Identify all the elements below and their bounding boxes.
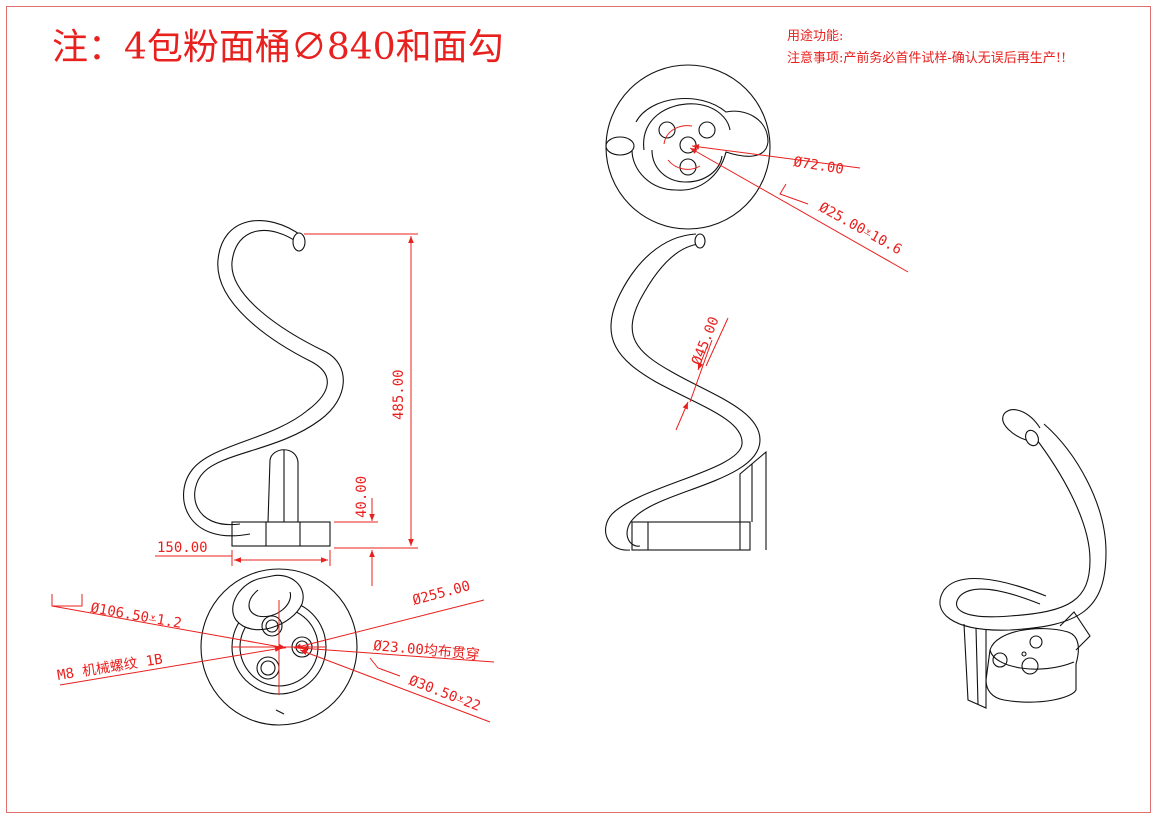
dim-counterbore-large: Ø106.50⩡1.2 (89, 600, 183, 632)
dim-base-height: 40.00 (354, 476, 370, 518)
base-front (231, 521, 331, 547)
dim-thread: M8 机械螺纹 1B (56, 651, 164, 683)
base-iso (985, 628, 1079, 703)
outer-circle (200, 568, 358, 726)
dim-base-width: 150.00 (157, 540, 208, 556)
dim-height: 485.00 (391, 369, 407, 420)
caution-note: 注意事项:产前务必首件试样-确认无误后再生产!! (787, 51, 1067, 66)
dim-outer-dia: Ø255.00 (411, 578, 472, 609)
top-dimensions: Ø72.00 Ø25.00⩡10.6 (689, 144, 909, 273)
base-side (631, 521, 751, 551)
bottom-hole-left (261, 615, 283, 637)
dim-counterbore-small: Ø30.50⩡22 (407, 673, 483, 715)
front-view (183, 220, 344, 547)
usage-note: 用途功能: (787, 29, 844, 44)
top-view (605, 64, 771, 230)
hook-tube-iso (956, 435, 1091, 618)
drawing-frame (6, 6, 1151, 813)
hook-tube-front (194, 230, 344, 526)
side-view (605, 233, 767, 551)
tube-end-front (292, 232, 306, 252)
front-dimensions: 485.00 40.00 150.00 (155, 233, 418, 586)
dim-counterbore-top: Ø25.00⩡10.6 (816, 200, 904, 259)
top-hole-1 (658, 121, 676, 139)
dim-top-dia: Ø72.00 (792, 154, 844, 178)
hook-tube-side (626, 243, 761, 547)
side-dimensions: Ø45.00 (675, 315, 729, 431)
top-hole-2 (698, 121, 716, 139)
top-hole-4 (679, 158, 697, 176)
iso-view (939, 409, 1107, 709)
dim-thru-holes: Ø23.00均布贯穿 (373, 638, 481, 663)
bottom-hole-low (256, 656, 280, 680)
tube-end-iso (1025, 429, 1039, 447)
drawing-title: 注：4包粉面桶∅840和面勾 (52, 27, 504, 68)
